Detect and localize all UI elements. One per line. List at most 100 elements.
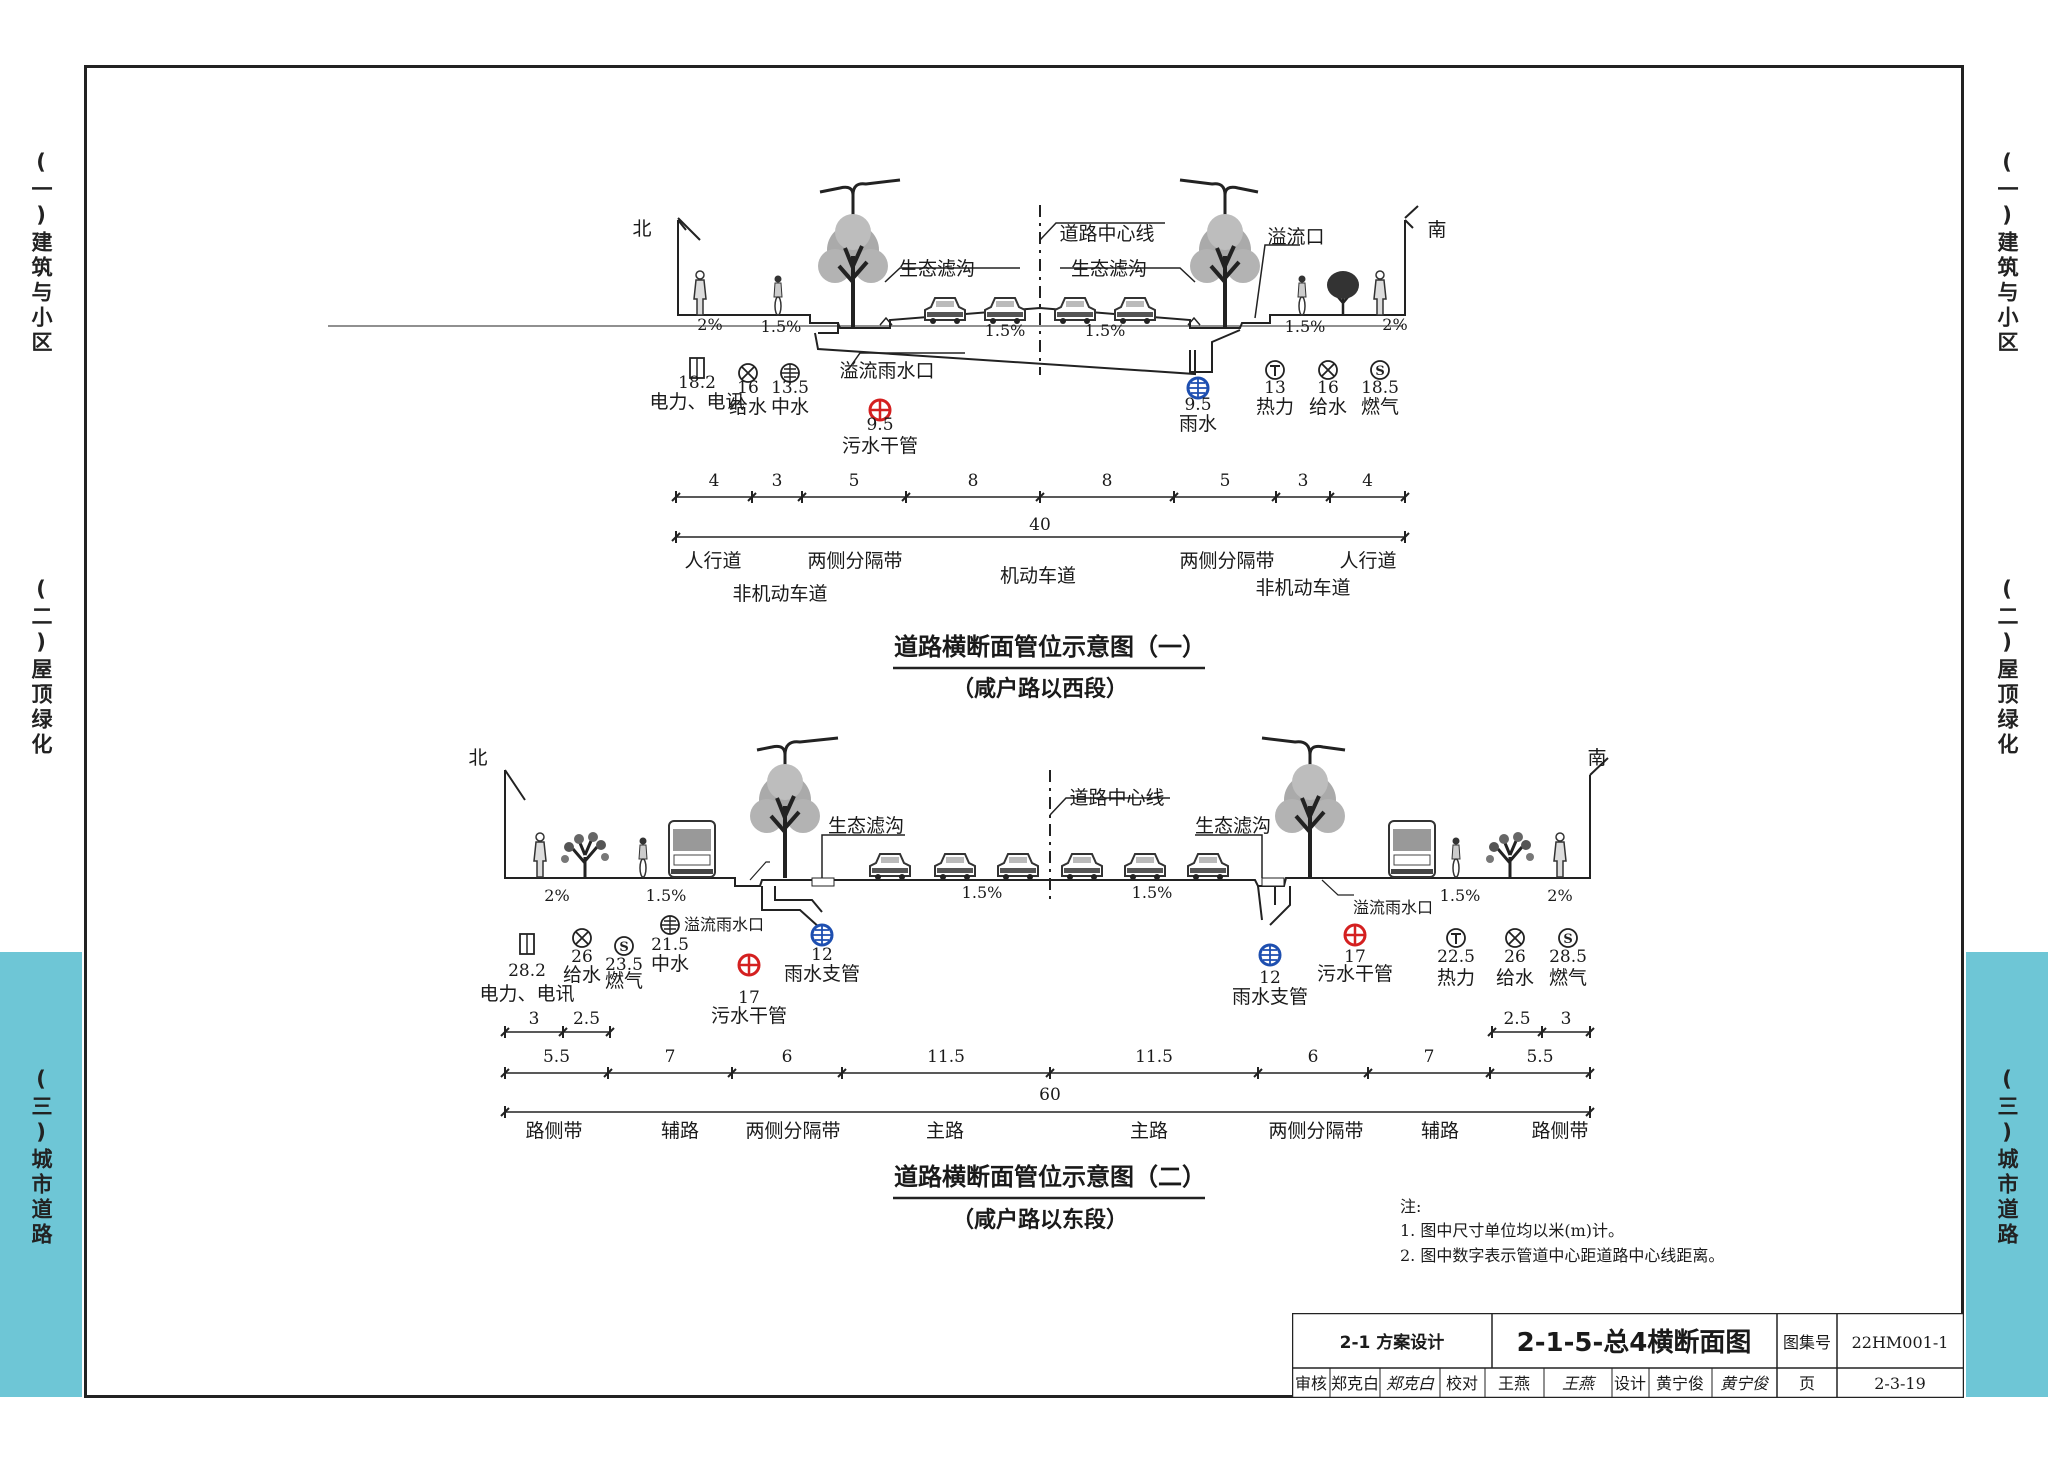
zone-label: 非机动车道 — [732, 583, 827, 605]
diagram-title: 道路横断面管位示意图（二） — [894, 1163, 1206, 1191]
south-label: 南 — [1427, 219, 1446, 241]
side-tab-label: (一)建筑与小区 — [29, 150, 53, 356]
side-tab-label: (一)建筑与小区 — [1995, 150, 2019, 356]
pipe-x-icon — [1505, 928, 1525, 948]
pipe-distance: 16 — [737, 378, 759, 398]
pipe-name: 电力、电讯 — [479, 983, 574, 1005]
dimension-label: 5 — [849, 471, 860, 491]
bioswale-label: 生态滤沟 — [1071, 258, 1147, 280]
dim-tick — [603, 1067, 613, 1079]
pipe-distance: 12 — [811, 945, 833, 965]
slope-label: 1.5% — [962, 883, 1003, 902]
bioswale-label: 生态滤沟 — [828, 815, 904, 837]
pipe-name: 给水 — [1496, 967, 1534, 989]
pipe-name: 给水 — [1309, 396, 1347, 418]
side-tab-right-1[interactable]: (一)建筑与小区 — [1966, 0, 2048, 512]
atlas-number: 22HM001-1 — [1852, 1333, 1949, 1352]
pipe-plus-icon — [660, 915, 680, 935]
dimension-label: 7 — [665, 1047, 676, 1067]
dim-tick — [797, 491, 807, 503]
pipe-name: 热力 — [1256, 396, 1294, 418]
note-item: 1. 图中尺寸单位均以米(m)计。 — [1400, 1221, 1624, 1240]
dim-tick — [1400, 531, 1410, 543]
slope-label: 1.5% — [646, 886, 687, 905]
zone-label: 人行道 — [684, 550, 741, 572]
side-tab-label: (三)城市道路 — [29, 1067, 53, 1248]
diagram-two — [504, 736, 1609, 929]
pipe-name: 热力 — [1437, 967, 1475, 989]
pipe-distance: 17 — [1344, 947, 1366, 967]
total-dimension: 60 — [1039, 1085, 1061, 1105]
dimension-label: 3 — [772, 471, 783, 491]
side-tab-left-3[interactable]: (三)城市道路 — [0, 952, 82, 1397]
zone-label: 两侧分隔带 — [1268, 1120, 1363, 1142]
diagram-subtitle: （咸户路以东段） — [952, 1207, 1128, 1233]
dimension-label: 4 — [1362, 471, 1373, 491]
dim-tick — [1585, 1026, 1595, 1038]
pipe-red-icon — [1343, 923, 1367, 947]
dim-tick — [727, 1067, 737, 1079]
pipe-distance: 13 — [1264, 378, 1286, 398]
dim-tick — [901, 491, 911, 503]
overflow-outlet-label: 溢流口 — [1267, 226, 1324, 248]
pipe-name: 雨水 — [1179, 413, 1217, 435]
zone-label: 主路 — [1130, 1120, 1168, 1142]
overflow-inlet-label: 溢流雨水口 — [839, 360, 934, 382]
dimension-label: 5.5 — [543, 1047, 570, 1067]
dimension-label: 6 — [1308, 1047, 1319, 1067]
diagram-one — [677, 178, 1419, 376]
slope-label: 1.5% — [1085, 321, 1126, 340]
section-label: 2-1 方案设计 — [1340, 1332, 1445, 1353]
pipe-name: 电力、电讯 — [649, 391, 744, 413]
dim-tick — [1271, 491, 1281, 503]
side-tab-left-1[interactable]: (一)建筑与小区 — [0, 0, 82, 512]
pipe-distance: 22.5 — [1437, 947, 1475, 967]
drawing-frame — [84, 65, 1964, 1398]
pipe-distance: 28.2 — [508, 961, 546, 981]
side-tab-label: (二)屋顶绿化 — [29, 577, 53, 758]
pipe-distance: 18.5 — [1361, 378, 1399, 398]
dim-tick — [747, 491, 757, 503]
pipe-S-icon — [1558, 928, 1578, 948]
pipe-blue-icon — [810, 923, 834, 947]
pipe-blue-icon — [1258, 943, 1282, 967]
pipe-distance: 12 — [1259, 968, 1281, 988]
dimension-label: 6 — [782, 1047, 793, 1067]
pipe-distance: 13.5 — [771, 378, 809, 398]
drawing-title: 2-1-5-总4横断面图 — [1517, 1327, 1752, 1358]
overflow-inlet-label: 溢流雨水口 — [1353, 898, 1433, 917]
dim-tick — [1585, 1106, 1595, 1118]
dimension-label: 11.5 — [927, 1047, 965, 1067]
dim-tick — [1363, 1067, 1373, 1079]
notes-heading: 注: — [1400, 1197, 1421, 1216]
dim-tick — [1400, 491, 1410, 503]
side-tab-right-2[interactable]: (二)屋顶绿化 — [1966, 512, 2048, 952]
pipe-distance: 17 — [738, 988, 760, 1008]
side-tab-left-2[interactable]: (二)屋顶绿化 — [0, 512, 82, 952]
design-label: 设计 — [1614, 1374, 1646, 1393]
dim-tick — [671, 531, 681, 543]
south-label: 南 — [1587, 747, 1606, 769]
pipe-x-icon — [1318, 360, 1338, 380]
dim-tick — [1253, 1067, 1263, 1079]
reviewer-signature: 郑克白 — [1386, 1374, 1435, 1393]
zone-label: 两侧分隔带 — [1179, 550, 1274, 572]
side-tab-label: (三)城市道路 — [1995, 1067, 2019, 1248]
zone-label: 辅路 — [661, 1120, 699, 1142]
dimension-label: 3 — [529, 1009, 540, 1029]
pipe-distance: 26 — [571, 947, 593, 967]
dim-tick — [837, 1067, 847, 1079]
zone-label: 辅路 — [1421, 1120, 1459, 1142]
slope-label: 2% — [1547, 886, 1572, 905]
bioswale-label: 生态滤沟 — [1195, 815, 1271, 837]
designer-name: 黄宁俊 — [1656, 1374, 1704, 1393]
dimension-label: 11.5 — [1135, 1047, 1173, 1067]
dim-tick — [500, 1067, 510, 1079]
pipe-distance: 9.5 — [1184, 395, 1211, 415]
zone-label: 机动车道 — [1000, 565, 1076, 587]
pipe-name: 污水干管 — [1317, 963, 1393, 985]
side-tab-right-3[interactable]: (三)城市道路 — [1966, 952, 2048, 1397]
zone-label: 人行道 — [1339, 550, 1396, 572]
